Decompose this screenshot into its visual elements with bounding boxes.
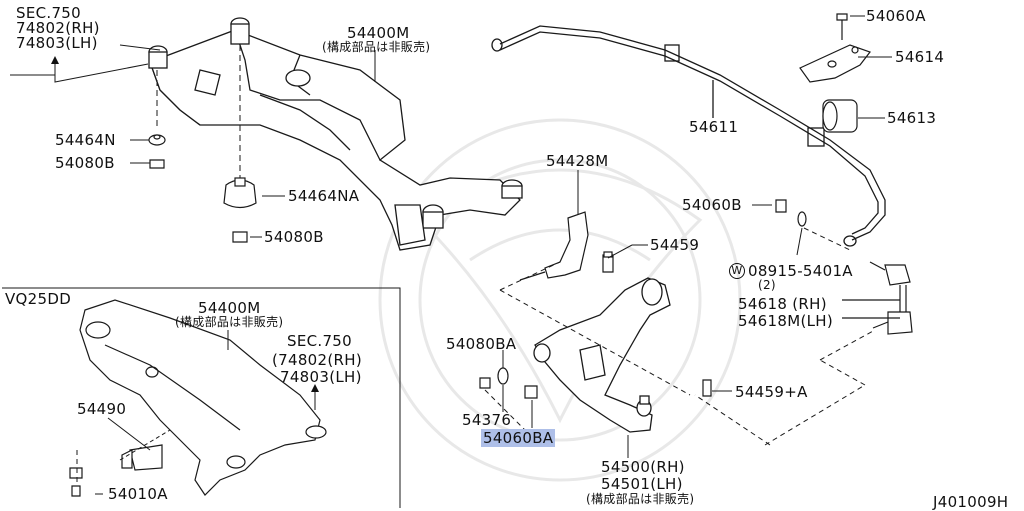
label-54618: 54618 (RH): [738, 295, 827, 313]
label-54500-rh: 54500(RH): [601, 458, 685, 476]
stabilizer-callouts: [752, 15, 892, 256]
label-54614: 54614: [895, 48, 945, 66]
inset-label-54400m-note: (構成部品は非販売): [175, 315, 284, 329]
label-08915-w-icon: W: [729, 263, 745, 279]
subframe-hardware: [148, 134, 257, 243]
inset-callouts: [76, 330, 319, 495]
inset-subframe: [69, 299, 327, 497]
inset-frame: [2, 287, 401, 508]
arm-callouts: [484, 170, 876, 458]
inset-label-sec750-rh: (74802(RH): [272, 351, 362, 369]
stabilizer-bar: [491, 25, 886, 247]
subframe-main: [148, 17, 523, 251]
inset-title: VQ25DD: [5, 290, 72, 308]
inset-label-sec750-lh: 74803(LH): [280, 368, 362, 386]
label-54080b-2: 54080B: [264, 228, 324, 246]
inset-label-54400m: 54400M: [198, 299, 261, 317]
label-54618m: 54618M(LH): [738, 312, 833, 330]
inset-label-sec750: SEC.750: [287, 332, 352, 350]
label-54611: 54611: [689, 118, 739, 136]
label-54613: 54613: [887, 109, 937, 127]
label-sec750-rh: 74802(RH): [16, 19, 100, 37]
label-54060b: 54060B: [682, 196, 742, 214]
label-54501-lh: 54501(LH): [601, 475, 683, 493]
label-54080b: 54080B: [55, 154, 115, 172]
inset-label-54010a: 54010A: [108, 485, 168, 503]
label-08915-5401a: 08915-5401A: [748, 262, 853, 280]
label-54060a: 54060A: [866, 7, 926, 25]
transverse-link: [533, 277, 671, 433]
label-54400m: 54400M: [347, 24, 410, 42]
label-54080ba: 54080BA: [446, 335, 517, 353]
label-54376: 54376: [462, 411, 512, 429]
subframe-callouts: [10, 44, 376, 238]
arm-hardware: [479, 211, 712, 399]
label-sec750-lh: 74803(LH): [16, 34, 98, 52]
watermark-emblem: [378, 118, 742, 482]
label-54459a: 54459+A: [735, 383, 808, 401]
label-08915-qty: (2): [758, 278, 776, 292]
label-54459: 54459: [650, 236, 700, 254]
inset-label-54490: 54490: [77, 400, 127, 418]
stabilizer-link: [842, 261, 913, 335]
label-54428m: 54428M: [546, 152, 609, 170]
label-54060ba-highlighted[interactable]: 54060BA: [481, 429, 556, 447]
label-54400m-note: (構成部品は非販売): [322, 40, 431, 54]
label-sec750: SEC.750: [16, 4, 81, 22]
sheet-code: J401009H: [933, 493, 1009, 511]
stabilizer-mount: [775, 13, 871, 227]
label-54464n: 54464N: [55, 131, 116, 149]
label-54500-note: (構成部品は非販売): [586, 492, 695, 506]
label-54464na: 54464NA: [288, 187, 360, 205]
